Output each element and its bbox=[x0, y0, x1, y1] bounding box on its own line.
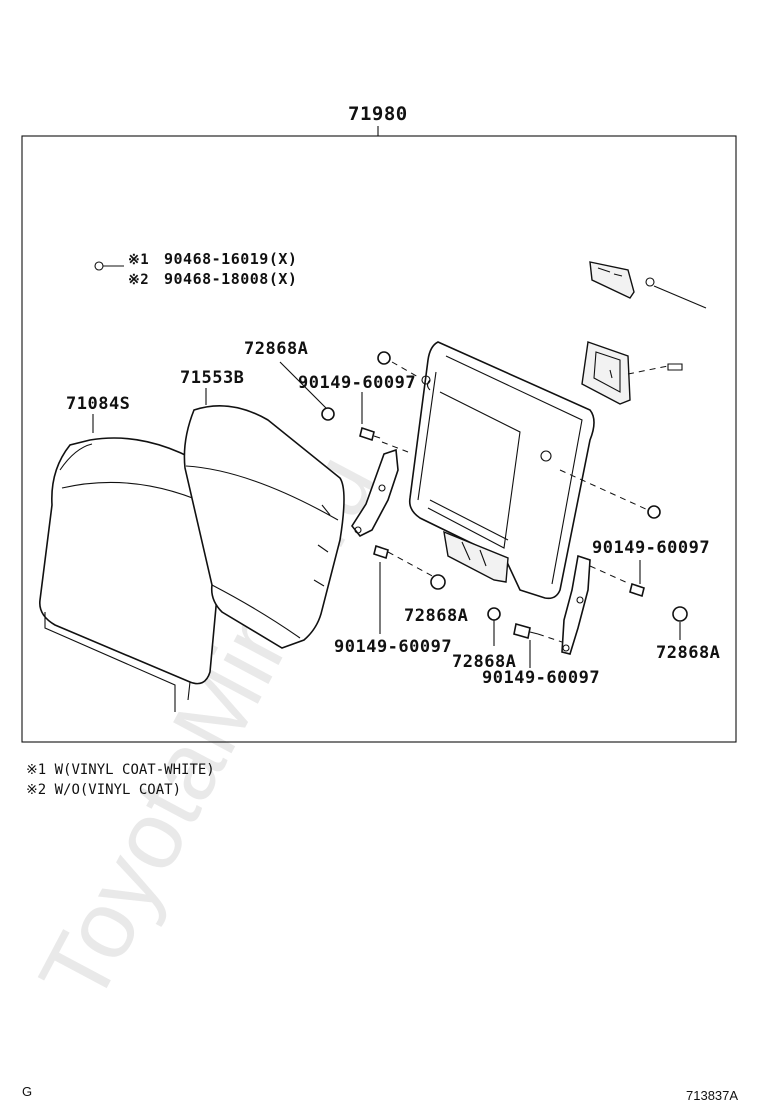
callout-bolt-right: 90149-60097 bbox=[592, 538, 710, 558]
callout-bolt-center: 90149-60097 bbox=[482, 668, 600, 688]
figure-id: 713837A bbox=[686, 1088, 738, 1103]
option-part-2: 90468-18008(X) bbox=[164, 270, 297, 288]
bolt-lower-left bbox=[373, 544, 389, 560]
callout-cap-left: 72868A bbox=[404, 606, 468, 626]
clip-symbol bbox=[94, 261, 104, 271]
cap-top bbox=[321, 407, 335, 421]
bolt-top bbox=[359, 351, 391, 442]
cap-left bbox=[430, 574, 446, 590]
note-1: ※1 W(VINYL COAT-WHITE) bbox=[26, 762, 215, 778]
page-code: G bbox=[22, 1084, 32, 1099]
option-mark-2: ※2 bbox=[128, 272, 149, 288]
callout-pad: 71553B bbox=[180, 368, 244, 388]
callout-cap-center: 72868A bbox=[452, 652, 516, 672]
assembly-number-label: 71980 bbox=[348, 103, 408, 125]
right-hinge-bracket bbox=[561, 554, 591, 655]
cap-right bbox=[672, 606, 688, 622]
option-part-1: 90468-16019(X) bbox=[164, 250, 297, 268]
callout-bolt-lower-left: 90149-60097 bbox=[334, 637, 452, 657]
option-mark-1: ※1 bbox=[128, 252, 149, 268]
cap-center bbox=[487, 607, 501, 621]
callout-bolt-top: 90149-60097 bbox=[298, 373, 416, 393]
note-2: ※2 W/O(VINYL COAT) bbox=[26, 782, 181, 798]
left-hinge-bracket bbox=[351, 448, 399, 538]
bolt-right bbox=[629, 505, 661, 598]
seat-back-frame bbox=[408, 341, 595, 600]
headrest-guide bbox=[581, 261, 707, 405]
options-legend: ※1 90468-16019(X) ※2 90468-18008(X) bbox=[94, 250, 297, 288]
seat-back-pad bbox=[183, 404, 345, 649]
assembly-frame bbox=[21, 135, 737, 743]
bolt-center bbox=[513, 622, 539, 640]
callout-cap-right: 72868A bbox=[656, 643, 720, 663]
callout-cover: 71084S bbox=[66, 394, 130, 414]
callout-cap-top: 72868A bbox=[244, 339, 308, 359]
